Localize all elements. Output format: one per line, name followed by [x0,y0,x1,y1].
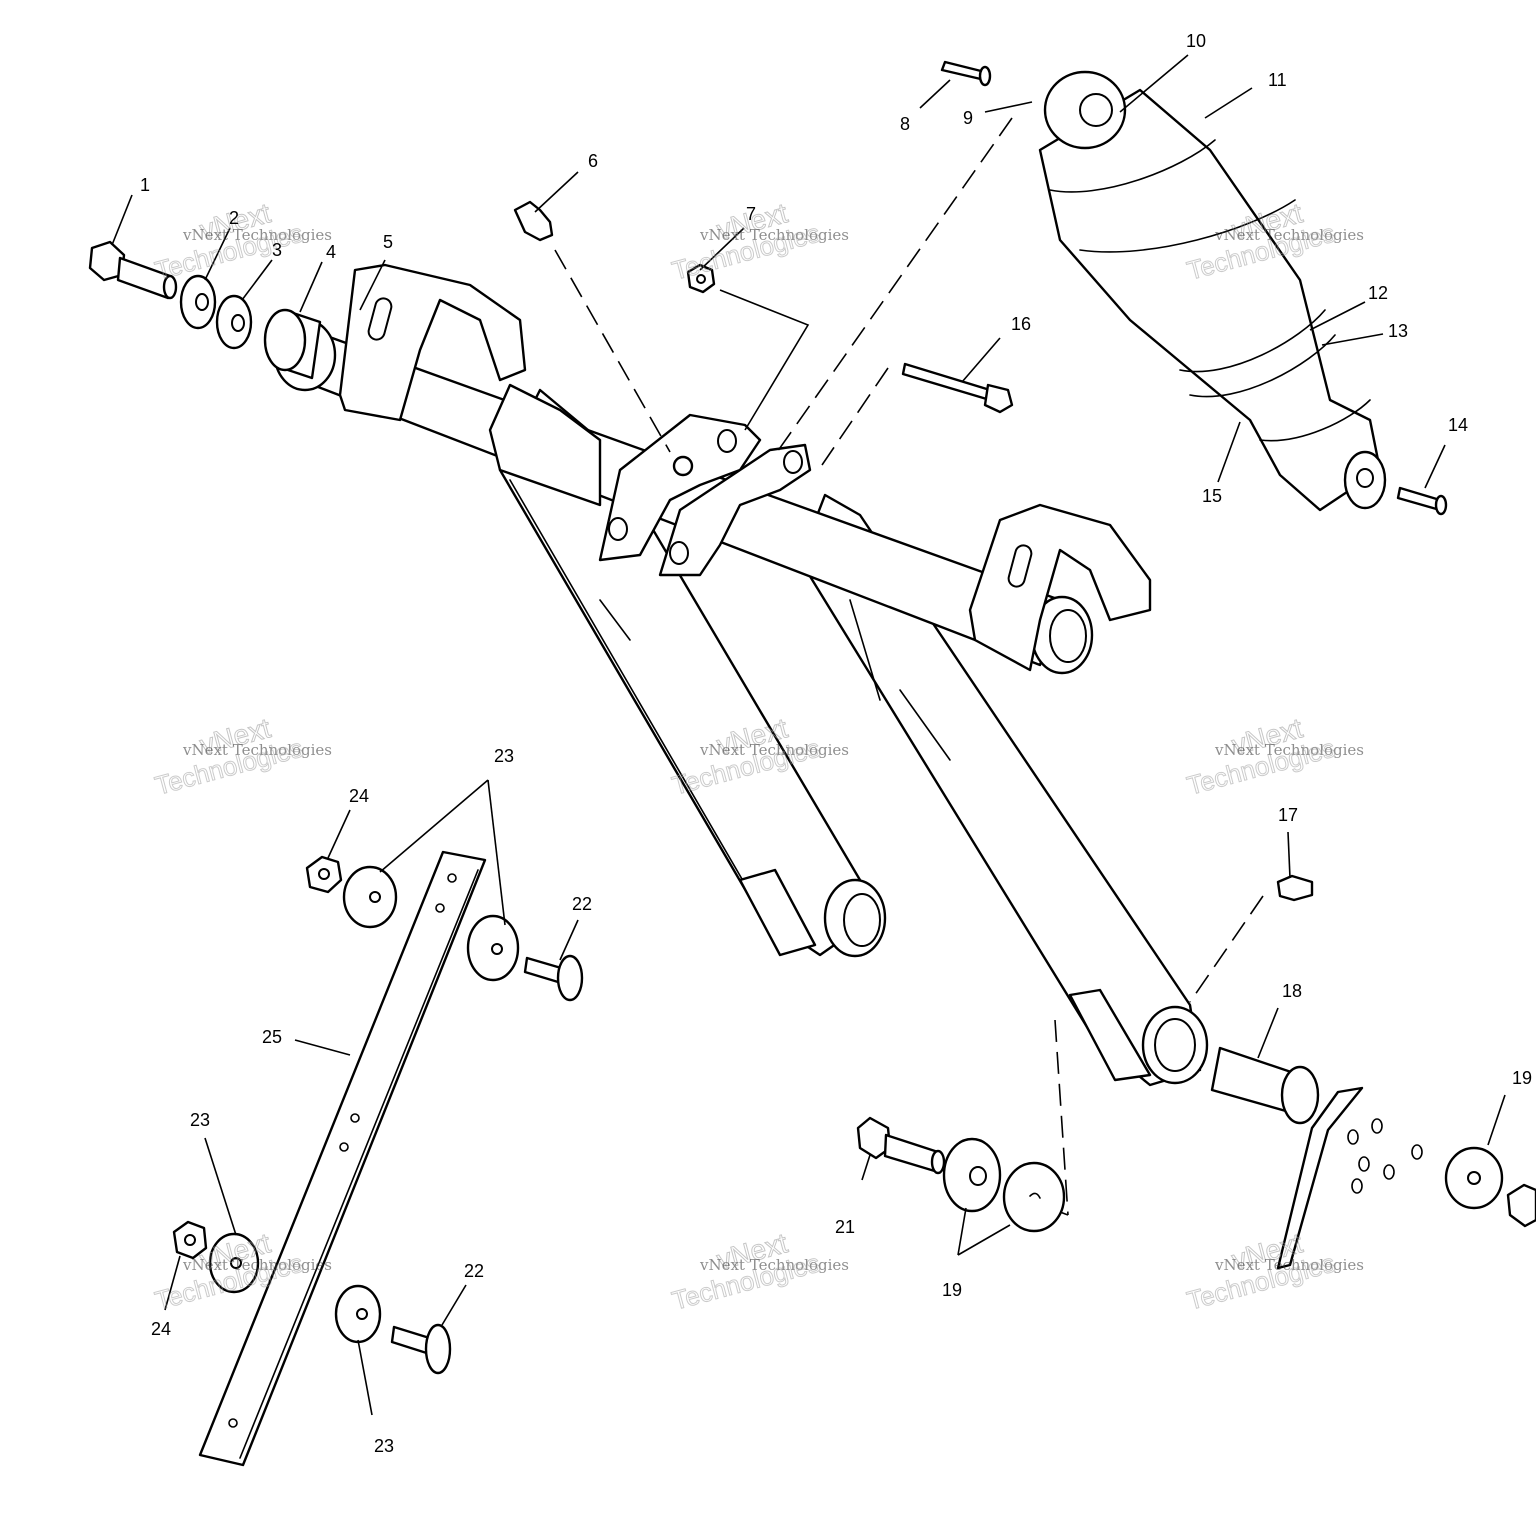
watermark-text: vNext Technologies [182,1256,332,1274]
washer-19-a [942,1137,1002,1213]
washer-23-d [334,1284,382,1344]
watermark-text: vNext Technologies [182,226,332,244]
callout-23-bottom: 23 [374,1436,394,1456]
callout-4: 4 [326,242,336,262]
callout-17: 17 [1278,805,1298,825]
callout-22-bottom: 22 [464,1261,484,1281]
callout-25: 25 [262,1027,282,1047]
callout-11: 11 [1268,70,1287,90]
grease-fitting-6 [513,200,554,242]
washer-23-c [208,1232,260,1294]
bolt-21 [856,1116,946,1175]
callout-3: 3 [272,240,282,260]
nut-24-a [305,855,343,894]
bushing-4 [263,308,322,380]
watermark: vNext vNext Technologies Technologies [1183,712,1364,802]
callout-8: 8 [900,114,910,134]
watermark-text: vNext Technologies [182,741,332,759]
callout-24-bottom: 24 [151,1319,171,1339]
callout-15: 15 [1202,486,1222,506]
callout-9: 9 [963,108,973,128]
callout-14: 14 [1448,415,1468,435]
callout-12: 12 [1368,283,1388,303]
callout-18: 18 [1282,981,1302,1001]
strap-right [1276,1086,1423,1270]
watermark-text: vNext Technologies [699,1256,849,1274]
washer-19-b [1002,1161,1066,1233]
bolt-1 [88,240,178,300]
washer-3 [215,294,253,350]
shock-absorber [1038,70,1387,512]
watermark-text: vNext Technologies [699,741,849,759]
watermark-text: vNext Technologies [1214,741,1364,759]
limiter-strap-25 [198,850,487,1467]
alignment-lines [554,117,1264,1216]
watermark-text: vNext Technologies [1214,1256,1364,1274]
callout-1: 1 [140,175,150,195]
watermark: vNext vNext Technologies Technologies [668,1227,849,1317]
pin-22-a [523,954,584,1002]
callouts: 1 2 3 4 5 6 7 8 9 10 11 12 13 14 15 16 1… [140,31,1532,1456]
callout-19: 19 [942,1280,962,1300]
callout-24-top: 24 [349,786,369,806]
pin-8 [940,60,992,87]
bolt-16 [901,362,1014,414]
watermark: vNext vNext Technologies Technologies [151,712,332,802]
pin-14 [1396,486,1448,516]
watermark-text: vNext Technologies [1214,226,1364,244]
watermark: vNext vNext Technologies Technologies [1183,1227,1364,1317]
callout-6: 6 [588,151,598,171]
watermark: vNext vNext Technologies Technologies [151,197,332,287]
pin-22-b [390,1323,452,1375]
sleeve-18 [1210,1046,1320,1125]
watermark-text: vNext Technologies [699,226,849,244]
callout-23-top: 23 [494,746,514,766]
callout-7: 7 [746,204,756,224]
watermark: vNext vNext Technologies Technologies [668,197,849,287]
leader-lines [111,54,1506,1416]
swing-arm [273,263,1209,1087]
washer-23-a [342,865,398,929]
washer-19-c [1444,1146,1504,1210]
callout-10: 10 [1186,31,1206,51]
callout-19-right: 19 [1512,1068,1532,1088]
callout-16: 16 [1011,314,1031,334]
nut-right [1506,1183,1536,1228]
nut-24-b [172,1220,208,1260]
callout-21: 21 [835,1217,855,1237]
callout-13: 13 [1388,321,1408,341]
callout-23-middle: 23 [190,1110,210,1130]
nut-7 [686,263,716,294]
callout-2: 2 [229,208,239,228]
callout-5: 5 [383,232,393,252]
washer-23-b [466,914,520,982]
callout-22-top: 22 [572,894,592,914]
grease-fitting-17 [1276,874,1314,902]
washer-2 [179,274,217,330]
